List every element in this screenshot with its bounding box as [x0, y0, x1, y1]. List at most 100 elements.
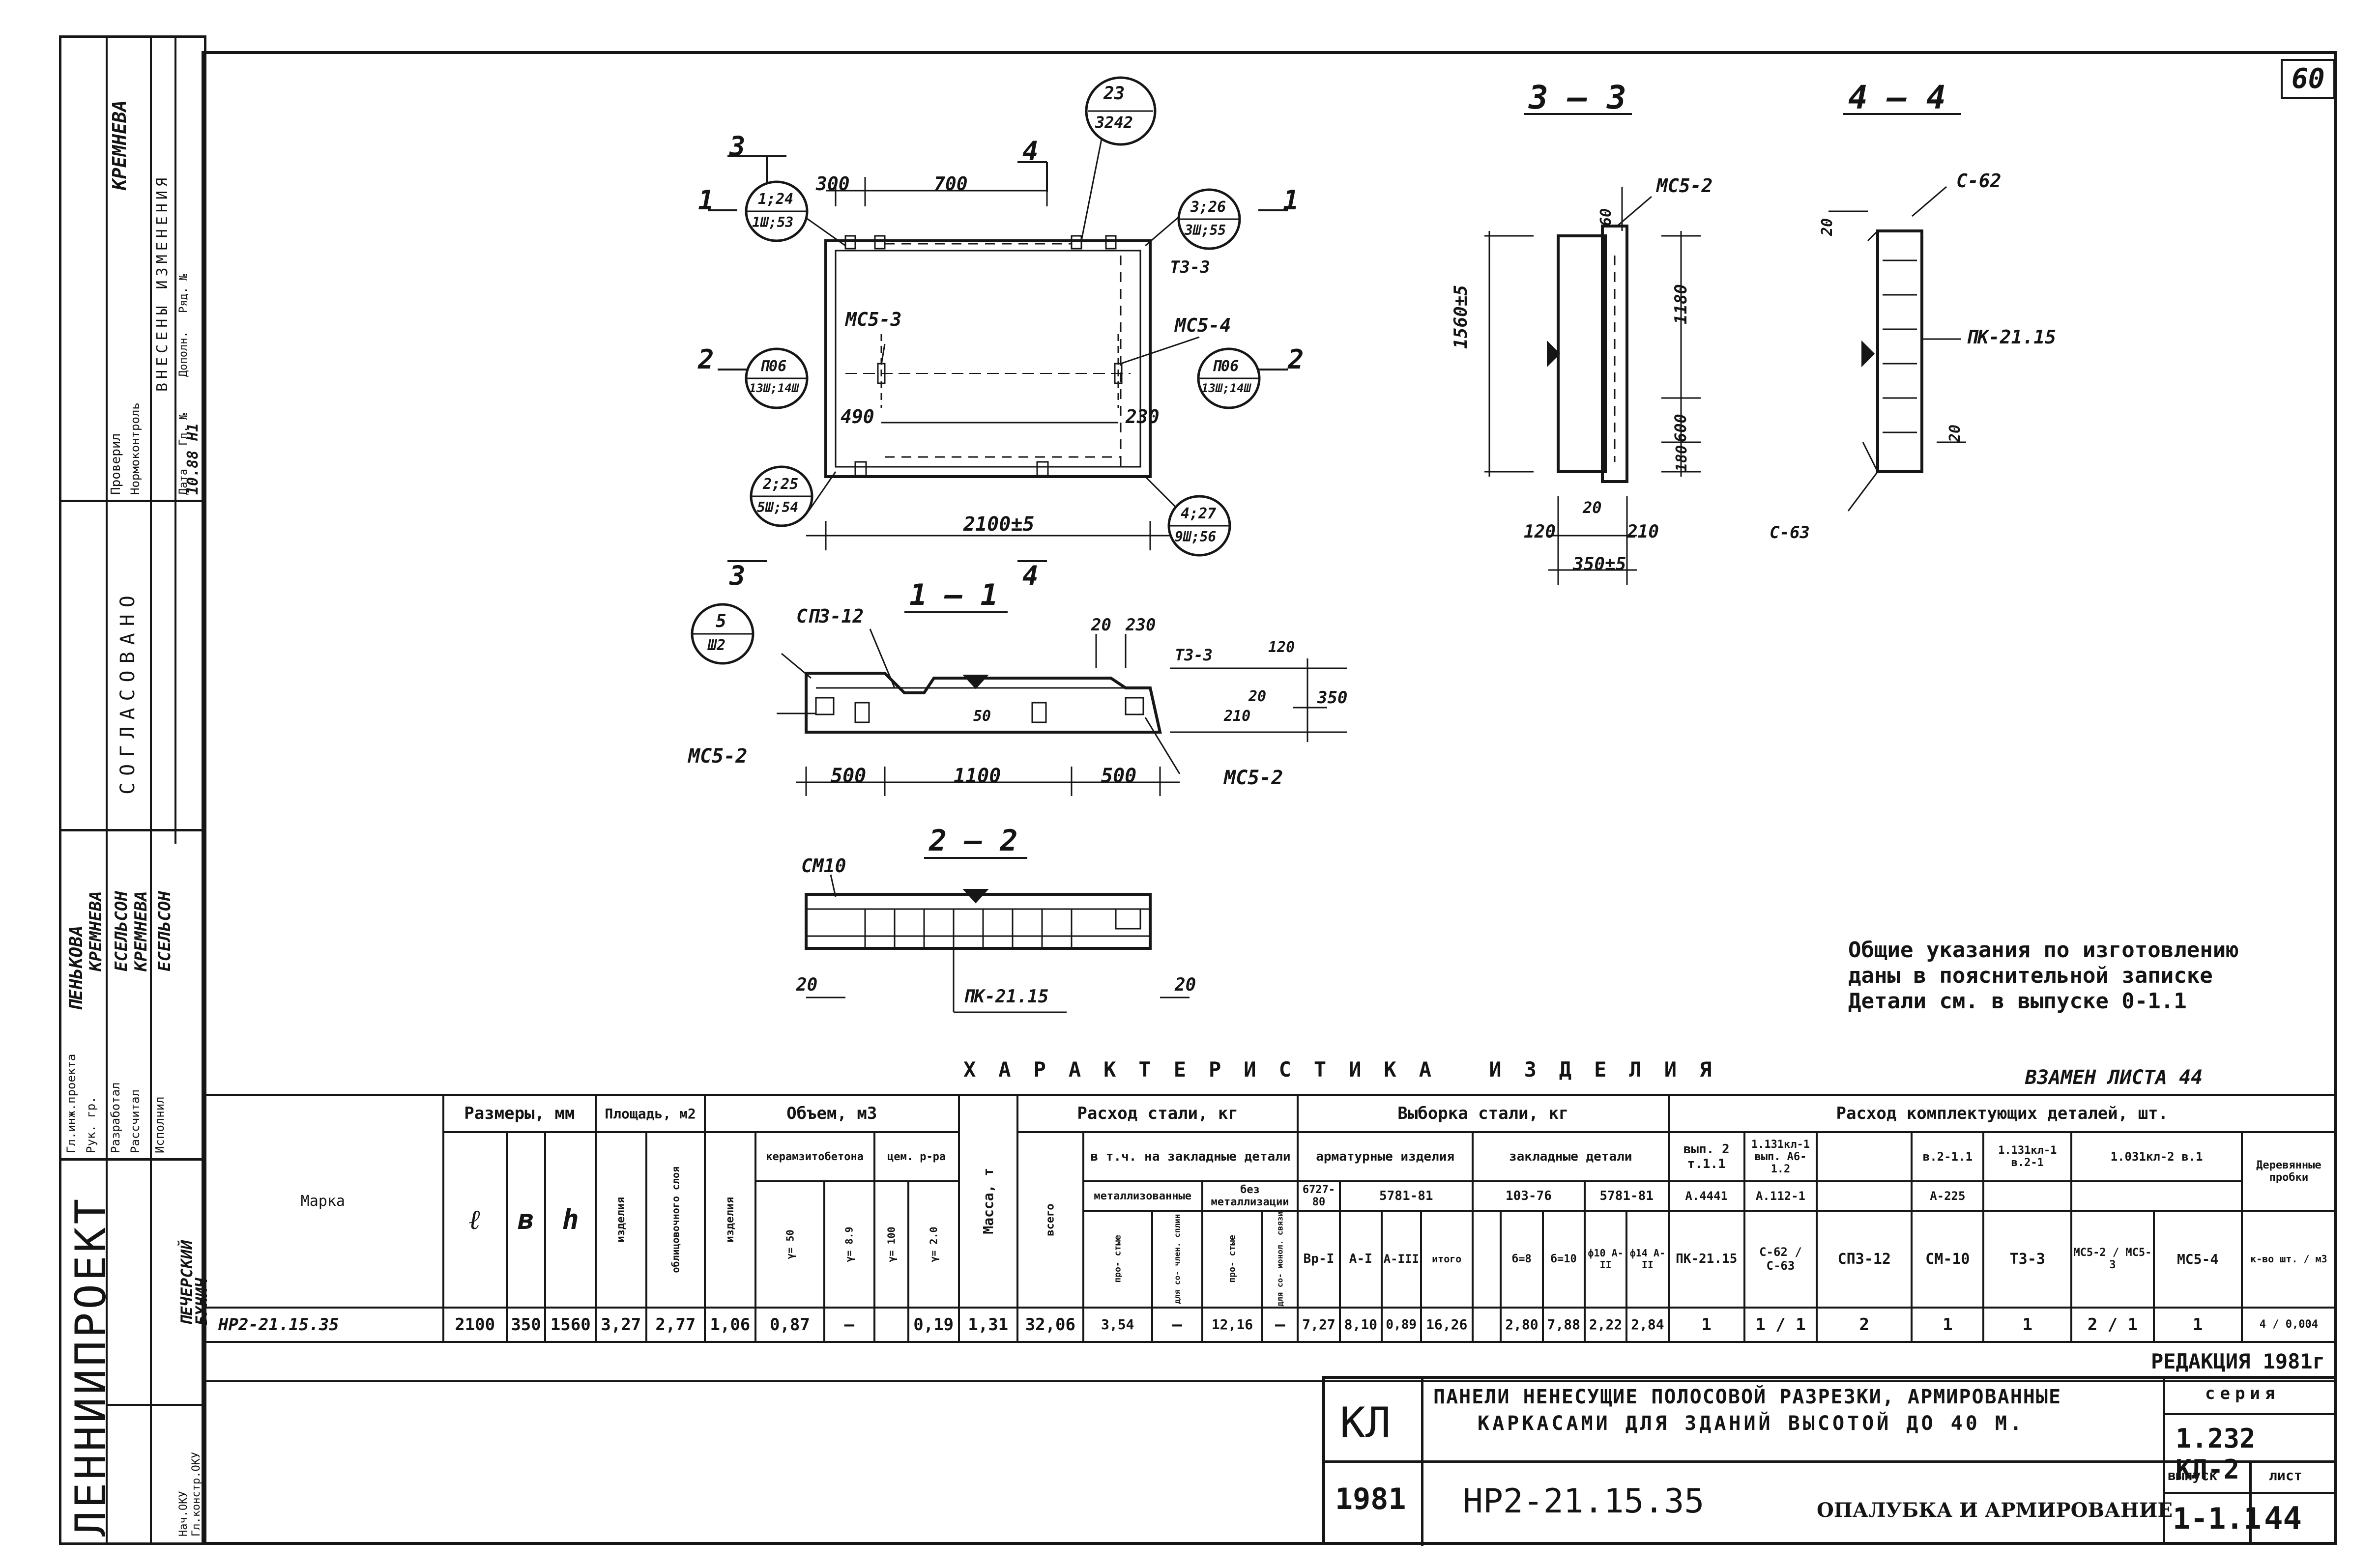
section-title-1-1: 1 — 1 — [909, 578, 998, 612]
row-sel-f10: 2,22 — [1583, 1306, 1628, 1343]
row-part-sp: 2 — [1816, 1306, 1913, 1343]
series-label: серия — [2205, 1384, 2280, 1403]
header-steel-incl: в т.ч. на закладные детали — [1082, 1131, 1299, 1182]
header-part-c: А-225 — [1911, 1180, 1985, 1212]
cut-mark-1-right: 1 — [1283, 185, 1299, 216]
row-part-pk: 1 — [1667, 1306, 1745, 1343]
header-parts-vyp1: вып. 2 т.1.1 — [1667, 1131, 1745, 1182]
label-pk-sec2: ПК-21.15 — [963, 987, 1049, 1007]
dim-300: 300 — [816, 173, 850, 195]
vyp-label: выпуск — [2168, 1467, 2218, 1483]
callout-1-bottom: 1Ш;53 — [752, 214, 794, 230]
row-steel-total: 32,06 — [1016, 1306, 1084, 1343]
dim-120-sec1: 120 — [1268, 639, 1295, 656]
dim-230: 230 — [1126, 406, 1160, 427]
row-part-mc5b: 1 — [2127, 1314, 2138, 1335]
callout-p06a-top: П06 — [760, 358, 787, 375]
title-year: 1981 — [1335, 1482, 1406, 1516]
header-part-cm: СМ-10 — [1911, 1210, 1985, 1309]
row-steel-p1: 3,54 — [1082, 1306, 1153, 1343]
header-steel: Расход стали, кг — [1016, 1094, 1299, 1133]
header-part-c62: С-62 — [1759, 1245, 1788, 1259]
title-sheet-title: ОПАЛУБКА И АРМИРОВАНИЕ — [1817, 1499, 2173, 1522]
stamp-role-head: Нач.ОКУ — [177, 1491, 190, 1537]
dim-490: 490 — [841, 406, 874, 427]
header-area-face: облицовочного слоя — [646, 1132, 705, 1308]
general-note-3: Детали см. в выпуске 0-1.1 — [1848, 989, 2187, 1014]
callout-4-bottom: 9Ш;56 — [1175, 529, 1217, 545]
list-label: лист — [2269, 1467, 2302, 1483]
row-sel-f14: 2,84 — [1625, 1306, 1670, 1343]
callout-23-top: 23 — [1103, 84, 1125, 104]
revision-note: РЕДАКЦИЯ 1981г — [2150, 1349, 2325, 1374]
callout-5-top: 5 — [716, 611, 726, 631]
header-part-mc52: МС5-2 — [2073, 1247, 2106, 1259]
row-l: 2100 — [442, 1306, 508, 1343]
header-sel-vr: Вр-I — [1297, 1210, 1341, 1309]
row-area-face: 2,77 — [645, 1306, 706, 1343]
dim-350-sec1: 350 — [1317, 688, 1348, 708]
row-sel-vr: 7,27 — [1297, 1306, 1341, 1343]
header-vol-ker: керамзитобетона — [754, 1131, 875, 1182]
header-l: ℓ — [442, 1131, 508, 1309]
cut-mark-1-left: 1 — [698, 185, 714, 216]
header-part-c63: С-63 — [1766, 1259, 1795, 1273]
header-part-sp: СП3-12 — [1816, 1210, 1913, 1309]
dim-210-sec3: 210 — [1627, 522, 1659, 542]
sheet-number-corner: 60 — [2281, 59, 2336, 99]
header-vol-item: изделия — [705, 1132, 755, 1308]
header-selection: Выборка стали, кг — [1297, 1094, 1670, 1133]
cut-mark-4-top: 4 — [1022, 136, 1039, 167]
row-part-c62: 1 — [1755, 1314, 1766, 1335]
header-gost2: 5781-81 — [1338, 1180, 1474, 1212]
header-sel-d8: б=8 — [1500, 1210, 1544, 1309]
label-c63: С-63 — [1770, 523, 1810, 542]
dim-20-sec4-top: 20 — [1819, 218, 1836, 236]
callout-p06a-bottom: 13Ш;14Ш — [749, 381, 799, 395]
drawing-frame — [202, 51, 2337, 1545]
row-area-item: 3,27 — [595, 1306, 647, 1343]
header-g100: γ= 100 — [874, 1181, 908, 1308]
header-steel-met: металлизованные — [1082, 1180, 1203, 1212]
characteristics-table: Марка Размеры, мм Площадь, м2 Объем, м3 … — [202, 1094, 2337, 1382]
header-parts-vyp3: в.2-1.1 — [1911, 1131, 1985, 1182]
header-sel-zakl: закладные детали — [1471, 1131, 1670, 1182]
header-g20: γ= 2.0 — [908, 1181, 959, 1308]
dim-1180: 1180 — [1671, 284, 1691, 324]
row-part-wood: 4 / 0,004 — [2240, 1306, 2337, 1343]
row-sel-a3: 0,89 — [1380, 1306, 1422, 1343]
label-t3-3-sec1: Т3-3 — [1175, 646, 1213, 664]
header-g50: γ= 50 — [755, 1181, 825, 1308]
header-vol-cem: цем. р-ра — [873, 1131, 960, 1182]
header-parts-vyp4: 1.131кл-1 в.2-1 — [1982, 1131, 2073, 1182]
dim-20-sec4-bottom: 20 — [1946, 424, 1964, 442]
row-vol-ker2: — — [823, 1306, 875, 1343]
cut-mark-2-right: 2 — [1288, 344, 1304, 375]
callout-5-bottom: Ш2 — [708, 637, 726, 654]
header-marka: Марка — [202, 1094, 444, 1309]
stamp-role-calc: Рассчитал — [128, 1089, 142, 1153]
header-sel-f14: ф14 А-II — [1625, 1210, 1670, 1309]
label-mc5-4: МС5-4 — [1175, 314, 1231, 336]
label-pk-sec4: ПК-21.15 — [1966, 326, 2057, 348]
label-mc5-2-left: МС5-2 — [688, 745, 748, 768]
header-sel-itogo: итого — [1420, 1210, 1474, 1309]
header-part-t3: Т3-3 — [1982, 1210, 2073, 1309]
replaces-note: ВЗАМЕН ЛИСТА 44 — [2025, 1066, 2203, 1089]
header-g89: γ= 8.9 — [824, 1181, 874, 1308]
callout-23-bottom: 3242 — [1095, 113, 1133, 132]
dim-20-top-sec1: 20 — [1091, 615, 1111, 635]
section-title-2-2: 2 — 2 — [929, 824, 1018, 858]
row-part-wood2: 0,004 — [2285, 1318, 2318, 1331]
stamp-role-dev: Разработал — [109, 1082, 122, 1154]
header-sel-f10: ф10 А-II — [1583, 1210, 1628, 1309]
header-sel-a1: А-I — [1338, 1210, 1383, 1309]
row-part-wood1: 4 — [2259, 1318, 2266, 1331]
label-mc5-2-sec3: МС5-2 — [1656, 175, 1713, 197]
dim-1100: 1100 — [954, 765, 1001, 787]
header-sel-d10: б=10 — [1541, 1210, 1586, 1309]
header-part-pk: ПК-21.15 — [1667, 1210, 1745, 1309]
table-header-row-1: Марка Размеры, мм Площадь, м2 Объем, м3 … — [202, 1094, 2337, 1309]
row-vol-ker1: 0,87 — [754, 1306, 826, 1343]
row-sel-d8: 2,80 — [1500, 1306, 1544, 1343]
